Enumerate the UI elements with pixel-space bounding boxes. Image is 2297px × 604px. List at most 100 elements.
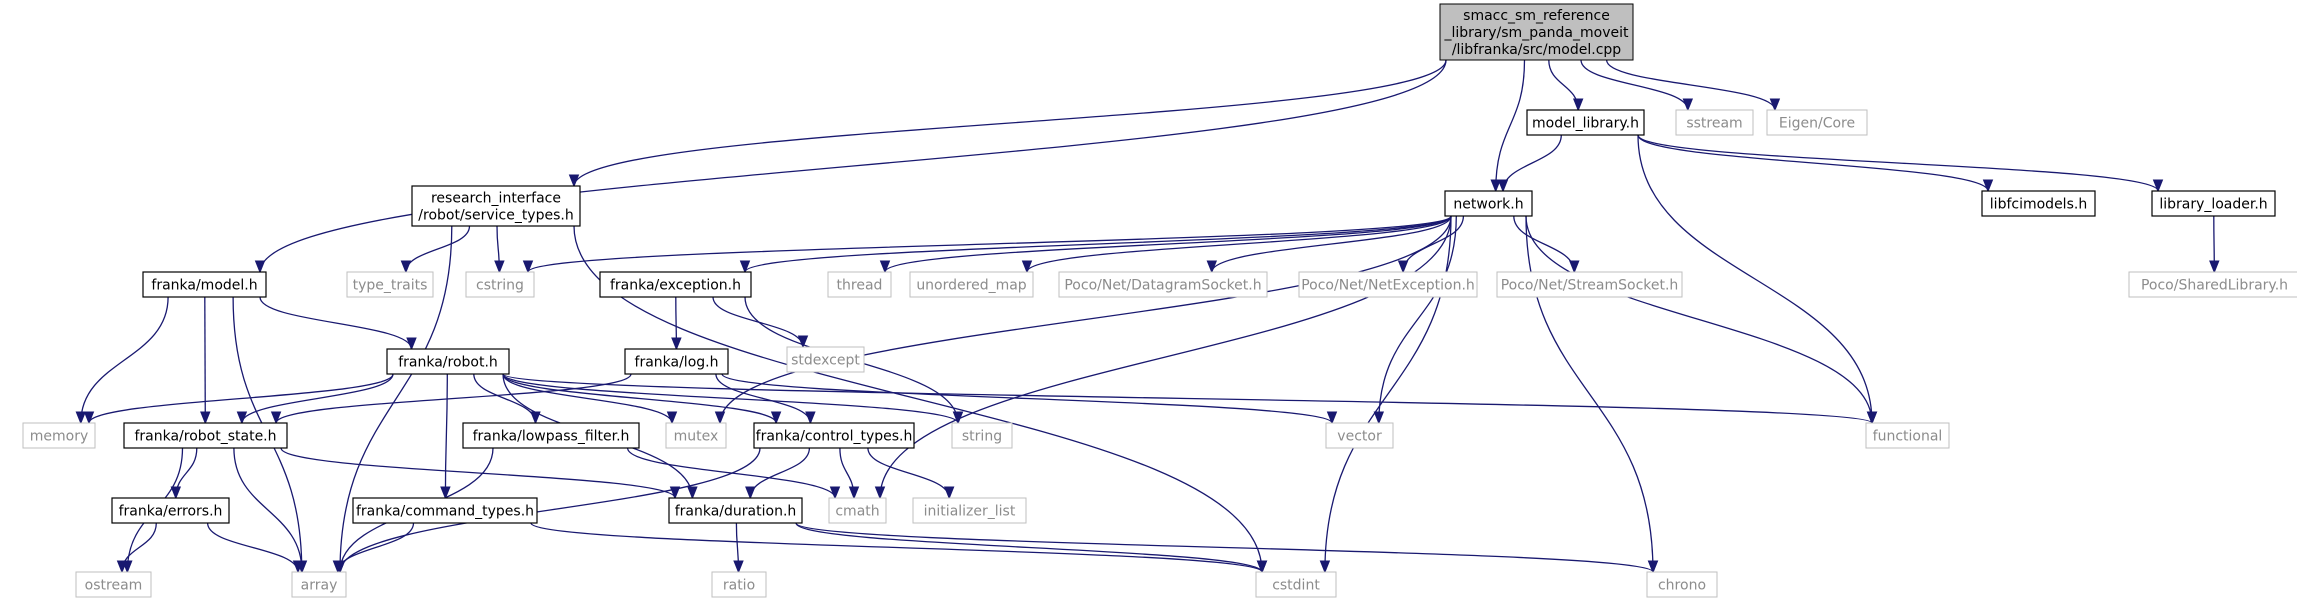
node-box — [346, 271, 434, 298]
node-poco-stream: Poco/Net/StreamSocket.h — [1496, 271, 1683, 298]
edge-franka_model_h-to-franka_robot_h — [259, 296, 412, 350]
node-label: franka/command_types.h — [356, 504, 534, 520]
edge-library_loader_h-to-poco_sharedlib — [2214, 215, 2215, 272]
node-franka-duration-h[interactable]: franka/duration.h — [668, 497, 803, 524]
node-franka-lowpass-h[interactable]: franka/lowpass_filter.h — [462, 422, 640, 449]
node-box — [2128, 271, 2297, 298]
node-memory: memory — [22, 422, 96, 449]
edge-franka_robot_h-to-memory — [89, 373, 394, 424]
node-label: network.h — [1453, 197, 1523, 213]
node-label: franka/errors.h — [119, 504, 223, 520]
node-box — [462, 422, 640, 449]
node-label: type_traits — [353, 278, 428, 294]
edge-franka_control_types_h-to-initializer_list — [867, 447, 949, 499]
node-box — [828, 497, 887, 524]
edge-franka_model_h-to-memory — [81, 296, 169, 423]
node-label: franka/robot.h — [398, 355, 498, 371]
edge-model_library_h-to-libfcimodels_h — [1637, 134, 1988, 192]
edge-franka_duration_h-to-cstdint — [795, 522, 1262, 573]
edge-root-to-sstream — [1580, 59, 1688, 111]
edge-franka_errors_h-to-array — [206, 522, 298, 573]
node-cmath: cmath — [828, 497, 887, 524]
node-box — [75, 571, 152, 598]
edge-research_interface-to-cstring — [497, 225, 499, 272]
edge-franka_robot_h-to-functional — [502, 373, 1872, 424]
node-label: Poco/Net/NetException.h — [1301, 278, 1475, 294]
node-box — [624, 348, 729, 375]
edge-model_library_h-to-functional — [1637, 134, 1872, 423]
node-box — [827, 271, 892, 298]
edge-franka_command_types_h-to-array — [338, 522, 415, 573]
node-box — [291, 571, 347, 598]
node-model-library-h[interactable]: model_library.h — [1526, 109, 1645, 136]
edges — [81, 59, 2215, 573]
edge-root-to-franka_model_h — [260, 59, 1447, 272]
node-label: chrono — [1658, 578, 1706, 594]
node-label: /robot/service_types.h — [418, 208, 573, 224]
edge-root-to-network_h — [1496, 59, 1526, 191]
node-vector: vector — [1325, 422, 1394, 449]
node-network-h[interactable]: network.h — [1444, 190, 1533, 217]
node-array: array — [291, 571, 347, 598]
node-label: _library/sm_panda_moveit — [1444, 25, 1629, 41]
node-label: research_interface — [431, 191, 561, 207]
node-string: string — [951, 422, 1013, 449]
edge-franka_robot_h-to-franka_control_types_h — [502, 373, 776, 424]
node-label: sstream — [1686, 116, 1742, 132]
node-label: /libfranka/src/model.cpp — [1452, 42, 1621, 58]
node-label: franka/exception.h — [610, 278, 741, 294]
node-franka-robot-state-h[interactable]: franka/robot_state.h — [123, 422, 288, 449]
node-libfcimodels-h[interactable]: libfcimodels.h — [1981, 190, 2096, 217]
node-franka-command-types-h[interactable]: franka/command_types.h — [352, 497, 538, 524]
node-box — [711, 571, 767, 598]
edge-network_h-to-poco_stream — [1513, 215, 1575, 273]
node-label: franka/robot_state.h — [134, 429, 276, 445]
node-label: smacc_sm_reference — [1463, 8, 1610, 24]
edge-network_h-to-poco_netexception — [1403, 215, 1465, 273]
node-franka-robot-h[interactable]: franka/robot.h — [386, 348, 510, 375]
node-franka-control-types-h[interactable]: franka/control_types.h — [753, 422, 915, 449]
node-ratio: ratio — [711, 571, 767, 598]
node-library-loader-h[interactable]: library_loader.h — [2151, 190, 2276, 217]
node-label: Poco/SharedLibrary.h — [2141, 278, 2288, 294]
edge-franka_control_types_h-to-array — [340, 447, 761, 572]
node-box — [1646, 571, 1718, 598]
edge-franka_robot_h-to-franka_robot_state_h — [242, 373, 394, 424]
node-poco-sharedlib: Poco/SharedLibrary.h — [2128, 271, 2297, 298]
node-label: thread — [837, 278, 883, 294]
node-box — [465, 271, 535, 298]
node-franka-model-h[interactable]: franka/model.h — [142, 271, 267, 298]
node-franka-log-h[interactable]: franka/log.h — [624, 348, 729, 375]
edge-franka_robot_h-to-mutex — [502, 373, 672, 424]
edge-franka_log_h-to-franka_control_types_h — [715, 373, 811, 424]
edge-network_h-to-franka_exception_h — [745, 215, 1452, 273]
edge-franka_robot_state_h-to-franka_errors_h — [176, 447, 198, 498]
node-label: mutex — [674, 429, 719, 445]
edge-research_interface-to-array — [340, 225, 453, 572]
node-label: franka/lowpass_filter.h — [473, 429, 630, 445]
node-root[interactable]: smacc_sm_reference_library/sm_panda_move… — [1439, 3, 1634, 61]
nodes: smacc_sm_reference_library/sm_panda_move… — [22, 3, 2297, 598]
edge-franka_robot_h-to-franka_command_types_h — [445, 373, 447, 498]
node-poco-netexception: Poco/Net/NetException.h — [1298, 271, 1478, 298]
node-box — [786, 346, 865, 373]
edge-franka_duration_h-to-ratio — [736, 522, 738, 572]
node-box — [912, 497, 1027, 524]
node-type-traits: type_traits — [346, 271, 434, 298]
edge-franka_control_types_h-to-franka_duration_h — [750, 447, 811, 499]
node-franka-exception-h[interactable]: franka/exception.h — [599, 271, 752, 298]
node-label: ostream — [85, 578, 143, 594]
node-box — [386, 348, 510, 375]
node-franka-errors-h[interactable]: franka/errors.h — [111, 497, 230, 524]
node-box — [599, 271, 752, 298]
node-ostream: ostream — [75, 571, 152, 598]
node-label: functional — [1873, 429, 1943, 445]
edge-network_h-to-thread — [885, 215, 1452, 273]
node-label: Poco/Net/StreamSocket.h — [1501, 278, 1679, 294]
edge-network_h-to-cmath — [880, 215, 1452, 498]
node-box — [411, 185, 581, 227]
node-research-interface[interactable]: research_interface/robot/service_types.h — [411, 185, 581, 227]
edge-research_interface-to-type_traits — [406, 225, 471, 273]
node-box — [1444, 190, 1533, 217]
edge-franka_robot_state_h-to-array — [233, 447, 302, 572]
